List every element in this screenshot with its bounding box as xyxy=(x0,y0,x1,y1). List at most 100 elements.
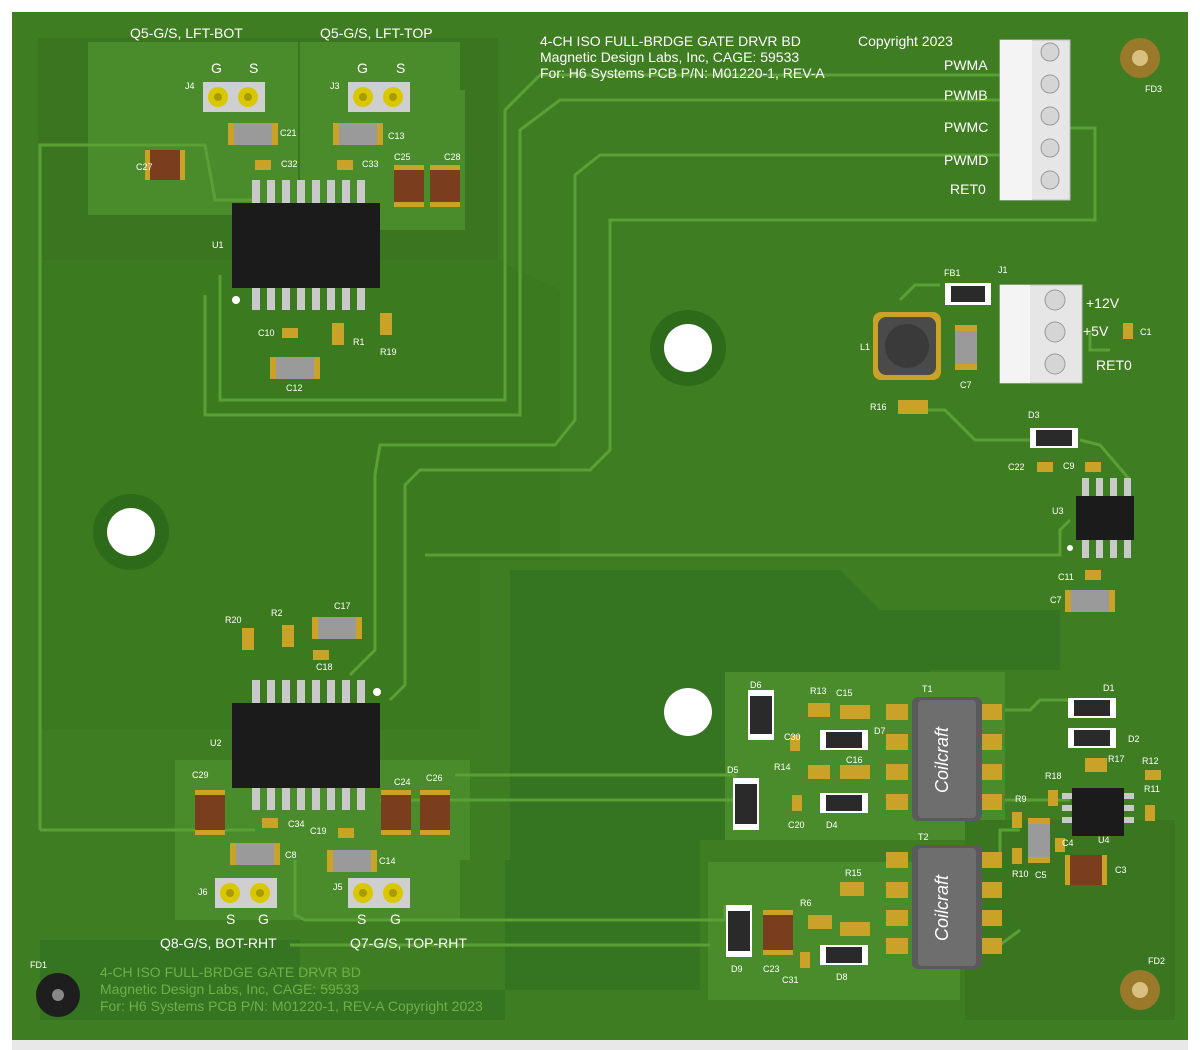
small-chips xyxy=(242,160,1161,968)
ref-c30: C30 xyxy=(784,732,801,742)
ref-c8: C8 xyxy=(285,850,297,860)
silkscreen: Q5-G/S, LFT-BOT Q5-G/S, LFT-TOP G S G S … xyxy=(30,25,1165,1014)
ref-c31: C31 xyxy=(782,975,799,985)
pwm-pin-c: PWMC xyxy=(944,119,988,135)
ref-r10: R10 xyxy=(1012,869,1029,879)
header-j4 xyxy=(203,82,265,112)
ref-j3: J3 xyxy=(330,81,340,91)
fiducial-fd1 xyxy=(36,973,80,1017)
diodes xyxy=(726,283,1116,965)
power-pin-ret: RET0 xyxy=(1096,357,1132,373)
ref-d7: D7 xyxy=(874,726,886,736)
ref-c3: C3 xyxy=(1115,865,1127,875)
power-pin-12v: +12V xyxy=(1086,295,1120,311)
ref-c17: C17 xyxy=(334,601,351,611)
ref-c18: C18 xyxy=(316,662,333,672)
pwm-pin-ret: RET0 xyxy=(950,181,986,197)
ref-c4: C4 xyxy=(1062,838,1074,848)
ref-c32: C32 xyxy=(281,159,298,169)
ref-c22: C22 xyxy=(1008,462,1025,472)
pwm-pin-a: PWMA xyxy=(944,57,988,73)
ref-fb1: FB1 xyxy=(944,268,961,278)
j4-function-label: Q5-G/S, LFT-BOT xyxy=(130,25,243,41)
ref-u1: U1 xyxy=(212,240,224,250)
ref-r19: R19 xyxy=(380,347,397,357)
ref-j4: J4 xyxy=(185,81,195,91)
ref-r16: R16 xyxy=(870,402,887,412)
ref-c15: C15 xyxy=(836,688,853,698)
header-j5 xyxy=(348,878,410,908)
title-copyright: Copyright 2023 xyxy=(858,33,953,49)
ref-d1: D1 xyxy=(1103,683,1115,693)
power-pin-5v: +5V xyxy=(1083,323,1109,339)
ref-c21: C21 xyxy=(280,128,297,138)
ref-r12: R12 xyxy=(1142,756,1159,766)
ref-c9: C9 xyxy=(1063,461,1075,471)
ref-c29: C29 xyxy=(192,770,209,780)
t2-brand: Coilcraft xyxy=(932,874,952,941)
ref-l1: L1 xyxy=(860,342,870,352)
bottom-title-line1: 4-CH ISO FULL-BRDGE GATE DRVR BD xyxy=(100,964,361,980)
ref-j6: J6 xyxy=(198,887,208,897)
ref-r15: R15 xyxy=(845,868,862,878)
mounting-hole-3 xyxy=(664,688,712,736)
ref-c25: C25 xyxy=(394,152,411,162)
ref-c34: C34 xyxy=(288,819,305,829)
ref-d8: D8 xyxy=(836,972,848,982)
ref-d3: D3 xyxy=(1028,410,1040,420)
j5-s-label: S xyxy=(357,911,366,927)
t1-brand: Coilcraft xyxy=(932,726,952,793)
ref-u4: U4 xyxy=(1098,835,1110,845)
ic-u4 xyxy=(1062,788,1134,836)
ref-t2: T2 xyxy=(918,832,929,842)
ref-c7: C7 xyxy=(960,380,972,390)
pour-bottom-right xyxy=(965,820,1175,1020)
ref-r20: R20 xyxy=(225,615,242,625)
ref-c20: C20 xyxy=(788,820,805,830)
ref-r2: R2 xyxy=(271,608,283,618)
ref-c16: C16 xyxy=(846,755,863,765)
ref-c33: C33 xyxy=(362,159,379,169)
ref-d4: D4 xyxy=(826,820,838,830)
j4-s-label: S xyxy=(249,60,258,76)
capacitors-large xyxy=(145,150,1107,955)
title-line3: For: H6 Systems PCB P/N: M01220-1, REV-A xyxy=(540,65,825,81)
pwm-pin-b: PWMB xyxy=(944,87,988,103)
mounting-hole-2 xyxy=(93,494,169,570)
ref-j5: J5 xyxy=(333,882,343,892)
ref-d9: D9 xyxy=(731,964,743,974)
ref-c26: C26 xyxy=(426,773,443,783)
bottom-title-line3: For: H6 Systems PCB P/N: M01220-1, REV-A… xyxy=(100,998,483,1014)
ref-c23: C23 xyxy=(763,964,780,974)
ref-c11: C11 xyxy=(1058,572,1074,582)
title-line1: 4-CH ISO FULL-BRDGE GATE DRVR BD xyxy=(540,33,801,49)
ic-u3 xyxy=(1067,478,1134,558)
j6-function-label: Q8-G/S, BOT-RHT xyxy=(160,935,277,951)
ref-fd2: FD2 xyxy=(1148,956,1165,966)
j5-function-label: Q7-G/S, TOP-RHT xyxy=(350,935,467,951)
ref-c27: C27 xyxy=(136,162,153,172)
inductor-l1 xyxy=(873,312,941,380)
fiducial-fd3 xyxy=(1120,38,1160,78)
ref-j1: J1 xyxy=(998,265,1008,275)
mounting-hole-1 xyxy=(650,310,726,386)
j3-function-label: Q5-G/S, LFT-TOP xyxy=(320,25,433,41)
pour-mid-left xyxy=(40,260,560,730)
ref-u2: U2 xyxy=(210,738,222,748)
ref-r11: R11 xyxy=(1144,784,1160,794)
header-j3 xyxy=(348,82,410,112)
power-connector-j1 xyxy=(999,284,1083,384)
j3-g-label: G xyxy=(357,60,368,76)
ref-fd1: FD1 xyxy=(30,960,47,970)
ref-c10: C10 xyxy=(258,328,275,338)
j6-g-label: G xyxy=(258,911,269,927)
title-line2: Magnetic Design Labs, Inc, CAGE: 59533 xyxy=(540,49,799,65)
ref-t1: T1 xyxy=(922,684,933,694)
ref-r1: R1 xyxy=(353,337,365,347)
ref-c14: C14 xyxy=(379,856,396,866)
ref-c12: C12 xyxy=(286,383,303,393)
capacitors-ceramic xyxy=(228,123,1115,872)
pwm-pin-d: PWMD xyxy=(944,152,988,168)
ref-r6: R6 xyxy=(800,898,812,908)
